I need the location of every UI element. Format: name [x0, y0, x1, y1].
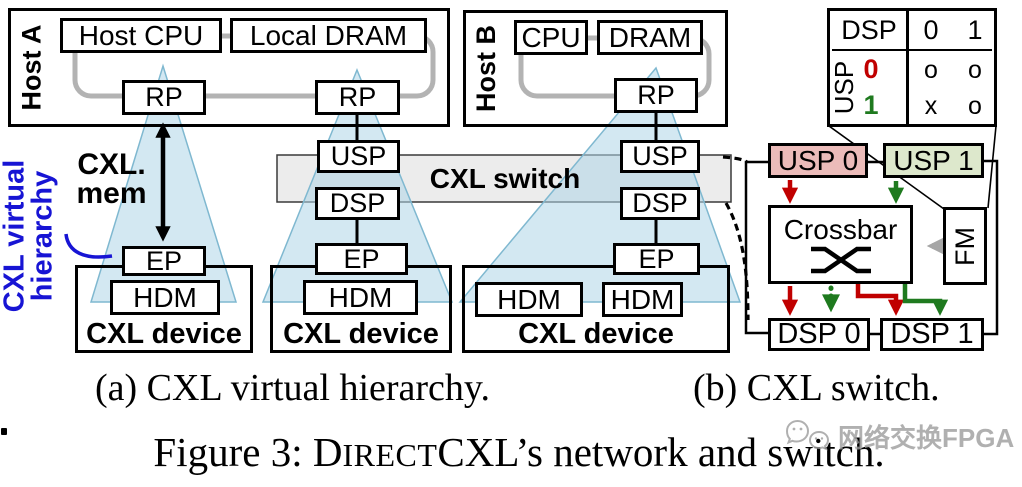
root-port-right-box: RP	[315, 80, 400, 115]
cxl-mem-label: CXL. mem	[76, 148, 147, 210]
hdm-2-box: HDM	[303, 280, 418, 315]
panel-b-right-bracket	[984, 159, 999, 336]
dsp-label: DSP	[329, 188, 386, 218]
dsp1-box: DSP 1	[880, 318, 984, 351]
host-a-label: Host A	[16, 24, 47, 110]
crossbar-label: Crossbar	[783, 213, 898, 245]
dsp0-label: DSP 0	[777, 318, 861, 350]
ep-label: EP	[145, 245, 183, 276]
dram-box: DRAM	[597, 20, 703, 55]
root-port-hostb-box: RP	[614, 78, 698, 113]
ep-1-box: EP	[122, 246, 206, 276]
figure-caption: Figure 3: DIRECTCXL’s network and switch…	[8, 428, 1022, 476]
table-col-1: 1	[967, 14, 983, 45]
dram-label: DRAM	[608, 21, 692, 53]
stray-dot	[1, 428, 7, 435]
table-cell-11: o	[968, 91, 982, 120]
usp-label: USP	[632, 141, 688, 171]
cxl-device-2-label: CXL device	[283, 317, 439, 350]
dsp0-box: DSP 0	[768, 318, 870, 351]
root-port-left-box: RP	[122, 80, 206, 115]
ep-label: EP	[638, 243, 675, 274]
hdm-label: HDM	[610, 283, 675, 315]
table-cell-10: x	[924, 91, 938, 120]
caption-a: (a) CXL virtual hierarchy.	[95, 367, 490, 409]
cxl-switch-label: CXL switch	[429, 163, 581, 194]
green-route-crossbar-dsp1	[902, 283, 949, 316]
table-col-header: DSP	[841, 14, 897, 45]
dsp1-label: DSP 1	[890, 318, 974, 350]
rp-label: RP	[637, 80, 675, 110]
host-cpu-box: Host CPU	[60, 18, 222, 53]
fm-box: FM	[943, 207, 987, 285]
host-b-box	[463, 10, 728, 127]
wechat-bubbles-icon	[786, 419, 830, 451]
usp0-label: USP 0	[777, 144, 859, 176]
usp1-box: USP 1	[883, 143, 984, 178]
usp0-box: USP 0	[768, 143, 868, 178]
local-dram-label: Local DRAM	[249, 19, 408, 51]
rp-label: RP	[145, 82, 183, 112]
cxl-device-3-box	[462, 265, 730, 353]
cpu-box: CPU	[514, 20, 588, 55]
local-dram-box: Local DRAM	[230, 18, 427, 53]
figure-caption-smallcaps: IRECT	[342, 437, 438, 473]
ep-2-box: EP	[315, 243, 408, 275]
table-vertical-divider	[906, 11, 909, 124]
table-row-0: 0	[863, 53, 879, 84]
hdm-1-box: HDM	[110, 280, 220, 315]
cxl-virtual-hierarchy-label: CXL virtual hierarchy	[0, 159, 58, 313]
crossbar-x-icon	[810, 246, 871, 273]
routing-table: DSP 0 1 USP 0 1 o o x o	[827, 8, 997, 127]
host-cpu-label: Host CPU	[78, 19, 204, 51]
table-row-header: USP	[829, 60, 860, 114]
fm-label: FM	[949, 226, 980, 266]
ep-3-box: EP	[613, 243, 700, 275]
caption-b: (b) CXL switch.	[693, 367, 940, 409]
cxl-device-1-label: CXL device	[86, 317, 242, 350]
watermark-text: 网络交换FPGA	[838, 423, 1015, 453]
virtual-hierarchy-pointer-curve	[64, 233, 113, 259]
usp-left-box: USP	[317, 140, 400, 173]
panel-b-left-bracket	[744, 160, 768, 335]
dsp-label: DSP	[632, 188, 688, 218]
cpu-label: CPU	[521, 21, 581, 53]
hdm-3-right-box: HDM	[602, 282, 683, 317]
table-horizontal-divider	[832, 49, 992, 51]
table-row-1: 1	[863, 89, 879, 120]
dsp-left-box: DSP	[315, 187, 400, 220]
cxl-device-3-label: CXL device	[518, 317, 674, 350]
ep-label: EP	[343, 243, 380, 274]
host-a-box	[8, 8, 450, 127]
hdm-3-left-box: HDM	[475, 282, 583, 317]
table-col-0: 0	[923, 14, 939, 45]
zoom-dashed-line-bottom	[724, 202, 750, 321]
crossbar-box: Crossbar	[768, 205, 913, 284]
dsp-right-box: DSP	[620, 187, 700, 220]
table-cell-01: o	[968, 55, 982, 84]
usp1-label: USP 1	[893, 144, 974, 176]
usp-right-box: USP	[620, 140, 700, 173]
table-cell-00: o	[924, 55, 938, 84]
hdm-label: HDM	[497, 283, 561, 315]
hdm-label: HDM	[133, 281, 197, 313]
red-route-crossbar-dsp1	[855, 283, 905, 316]
usp-label: USP	[330, 141, 387, 171]
host-b-label: Host B	[470, 24, 501, 112]
table-callout-right	[987, 125, 997, 209]
rp-label: RP	[338, 82, 377, 112]
watermark: 网络交换FPGA	[786, 418, 1014, 455]
hdm-label: HDM	[328, 281, 393, 313]
figure-caption-prefix: Figure 3: D	[153, 429, 343, 475]
